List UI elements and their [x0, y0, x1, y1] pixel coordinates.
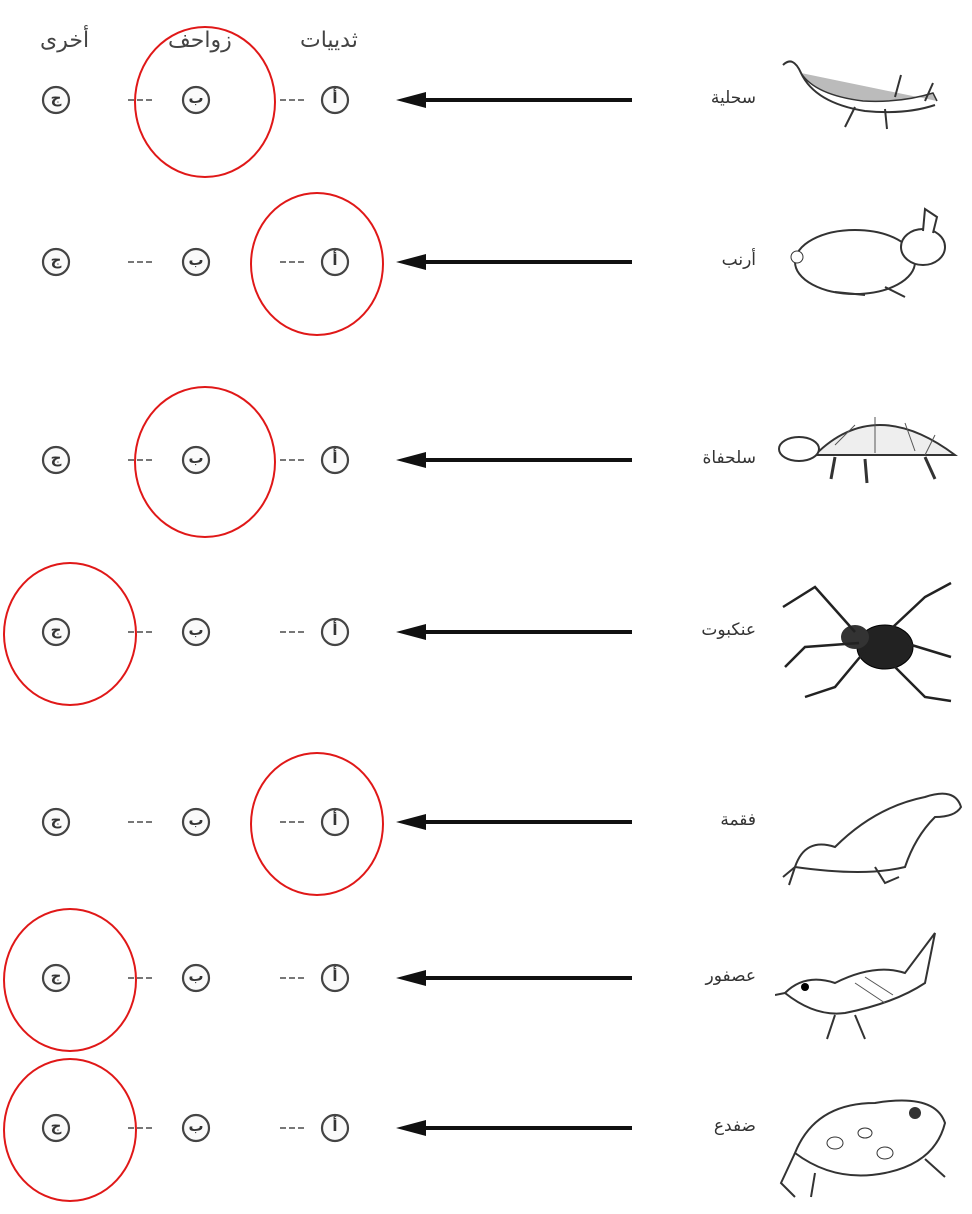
- option-a[interactable]: أ: [319, 1112, 351, 1144]
- dashed-connector: [280, 1127, 304, 1131]
- arrow-left-icon: [392, 1118, 642, 1142]
- option-b-letter: ب: [180, 1117, 212, 1135]
- answer-circle-mark: [3, 1058, 137, 1202]
- animal-name: ضفدع: [650, 1116, 756, 1136]
- option-b[interactable]: ب: [180, 1112, 212, 1144]
- frog-icon: [775, 1073, 955, 1207]
- option-a-letter: أ: [319, 1117, 351, 1135]
